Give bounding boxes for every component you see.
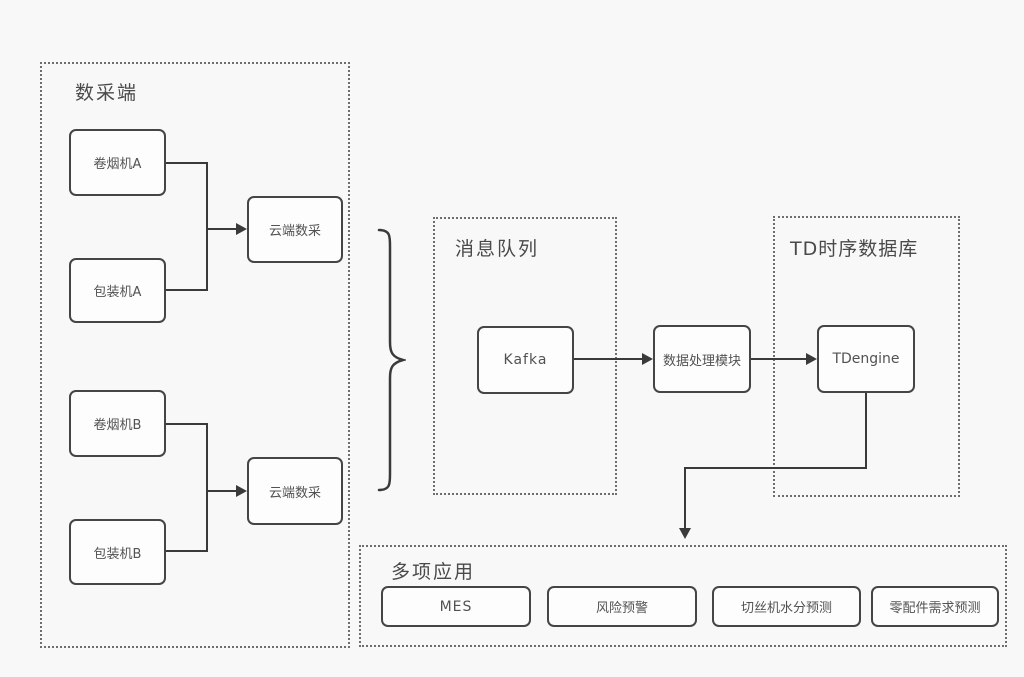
node-packing-machine-b-label: 包装机B: [93, 546, 142, 562]
arrowhead-cloud-a: [236, 223, 247, 235]
node-spare-parts-prediction-label: 零配件需求预测: [889, 601, 981, 616]
arrowhead-cloud-b: [236, 485, 247, 497]
node-tdengine: TDengine: [817, 325, 915, 393]
node-cloud-collect-b-label: 云端数采: [268, 485, 321, 501]
connector-cigarette-b-out: [166, 423, 208, 425]
node-cloud-collect-b: 云端数采: [247, 457, 343, 525]
group-td-database: TD时序数据库: [773, 216, 960, 497]
group-td-database-title: TD时序数据库: [790, 238, 919, 260]
node-cigarette-machine-b: 卷烟机B: [69, 390, 166, 457]
connector-to-cloud-a: [206, 228, 238, 230]
connector-to-applications: [684, 467, 686, 529]
arrowhead-tdengine: [806, 353, 817, 365]
group-message-queue: 消息队列: [433, 217, 617, 495]
group-applications: 多项应用: [359, 545, 1007, 647]
group-data-collection-title: 数采端: [75, 82, 139, 104]
node-cloud-collect-a: 云端数采: [247, 196, 343, 263]
node-risk-warning: 风险预警: [547, 586, 697, 627]
group-message-queue-title: 消息队列: [455, 238, 540, 260]
node-cigarette-machine-a-label: 卷烟机A: [93, 157, 142, 172]
connector-kafka-processing: [574, 358, 644, 360]
node-cigarette-machine-b-label: 卷烟机B: [93, 418, 142, 433]
node-cloud-collect-a-label: 云端数采: [268, 224, 321, 239]
arrowhead-applications: [679, 528, 691, 539]
node-kafka-label: Kafka: [503, 352, 548, 368]
node-risk-warning-label: 风险预警: [595, 601, 648, 616]
group-data-collection: 数采端: [40, 62, 350, 648]
connector-processing-tdengine: [751, 358, 808, 360]
node-moisture-prediction: 切丝机水分预测: [712, 586, 861, 627]
connector-packing-a-out: [166, 289, 208, 291]
node-spare-parts-prediction: 零配件需求预测: [871, 586, 999, 627]
node-data-processing-label: 数据处理模块: [662, 353, 741, 369]
connector-packing-b-out: [166, 550, 208, 552]
node-data-processing: 数据处理模块: [653, 325, 751, 393]
connector-tdengine-left: [684, 467, 867, 469]
curly-brace: [377, 228, 406, 492]
connector-junction-b: [206, 423, 208, 552]
connector-cigarette-a-out: [166, 162, 208, 164]
node-tdengine-label: TDengine: [832, 351, 900, 367]
arrowhead-processing: [642, 353, 653, 365]
node-kafka: Kafka: [477, 326, 574, 394]
connector-junction-a: [206, 162, 208, 291]
group-applications-title: 多项应用: [391, 561, 476, 583]
connector-tdengine-down: [865, 393, 867, 469]
node-cigarette-machine-a: 卷烟机A: [69, 129, 166, 196]
node-mes-label: MES: [439, 598, 473, 615]
connector-to-cloud-b: [206, 490, 238, 492]
node-mes: MES: [381, 586, 531, 627]
node-packing-machine-a: 包装机A: [69, 258, 166, 323]
node-packing-machine-b: 包装机B: [69, 519, 166, 585]
node-packing-machine-a-label: 包装机A: [93, 285, 142, 300]
node-moisture-prediction-label: 切丝机水分预测: [740, 601, 832, 616]
